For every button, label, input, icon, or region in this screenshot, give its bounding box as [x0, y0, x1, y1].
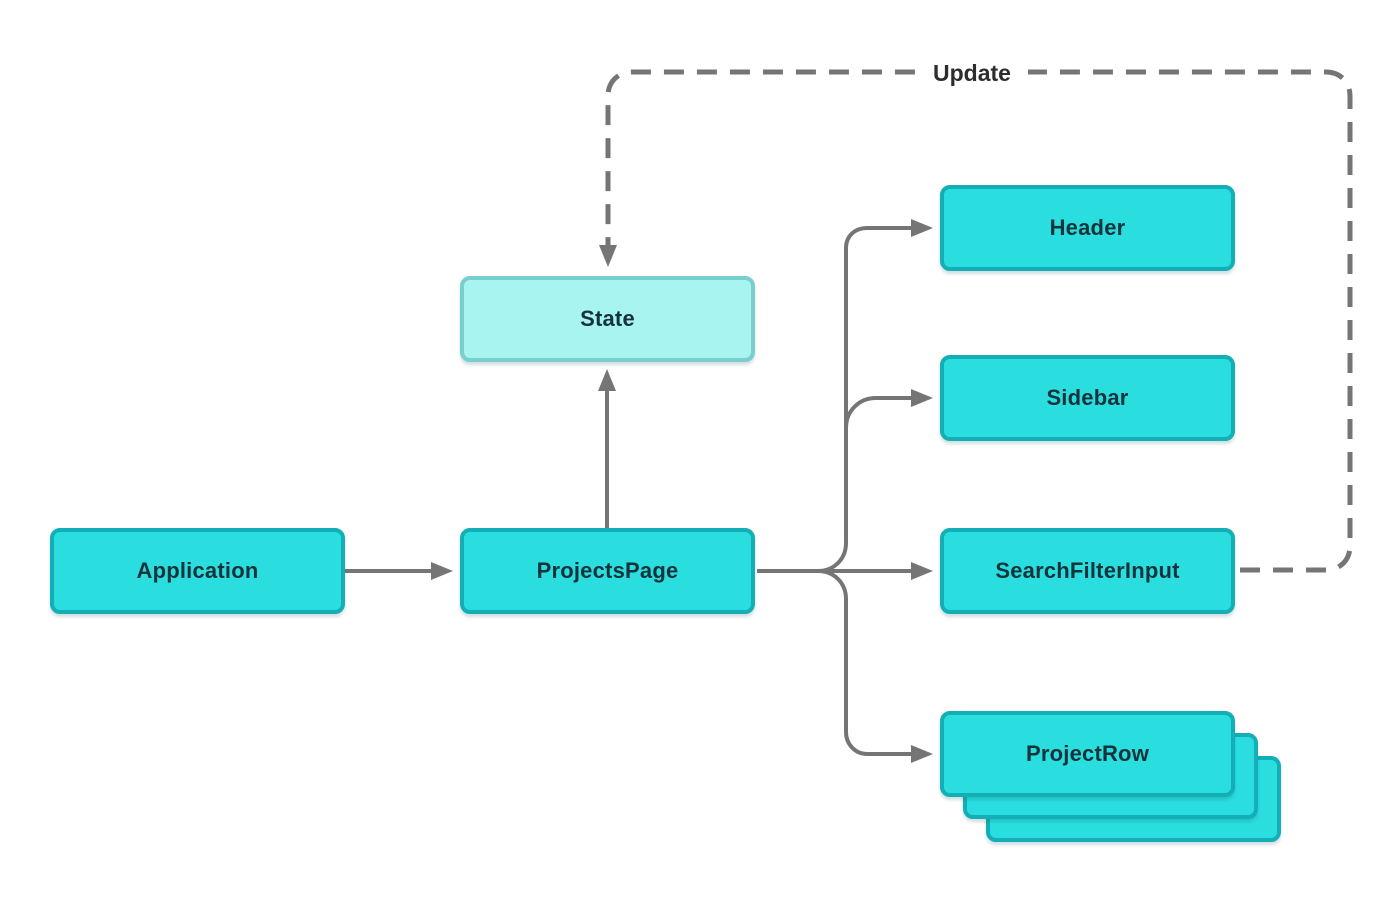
- node-projectrow-label: ProjectRow: [1025, 741, 1150, 766]
- node-projectspage: ProjectsPage: [460, 528, 755, 614]
- node-searchfilterinput-label: SearchFilterInput: [995, 558, 1180, 583]
- node-projectspage-label: ProjectsPage: [536, 558, 679, 583]
- node-application: Application: [50, 528, 345, 614]
- node-projectrow-stack: ProjectRow: [940, 711, 1281, 842]
- node-application-label: Application: [136, 558, 259, 583]
- edge-projectspage-to-projectrow: [817, 569, 933, 763]
- node-searchfilterinput: SearchFilterInput: [940, 528, 1235, 614]
- update-label-background: [916, 54, 1028, 90]
- node-state-label: State: [580, 306, 635, 331]
- edge-projectspage-to-sidebar: [844, 389, 933, 465]
- edge-projectspage-to-header: [817, 219, 933, 573]
- node-sidebar-label: Sidebar: [1046, 385, 1129, 410]
- edge-update-searchfilterinput-to-state: [599, 69, 1353, 573]
- update-edge-label: Update: [933, 60, 1011, 86]
- node-sidebar: Sidebar: [940, 355, 1235, 441]
- node-header-label: Header: [1049, 215, 1126, 240]
- node-projectrow: ProjectRow: [940, 711, 1235, 797]
- node-state: State: [460, 276, 755, 362]
- node-header: Header: [940, 185, 1235, 271]
